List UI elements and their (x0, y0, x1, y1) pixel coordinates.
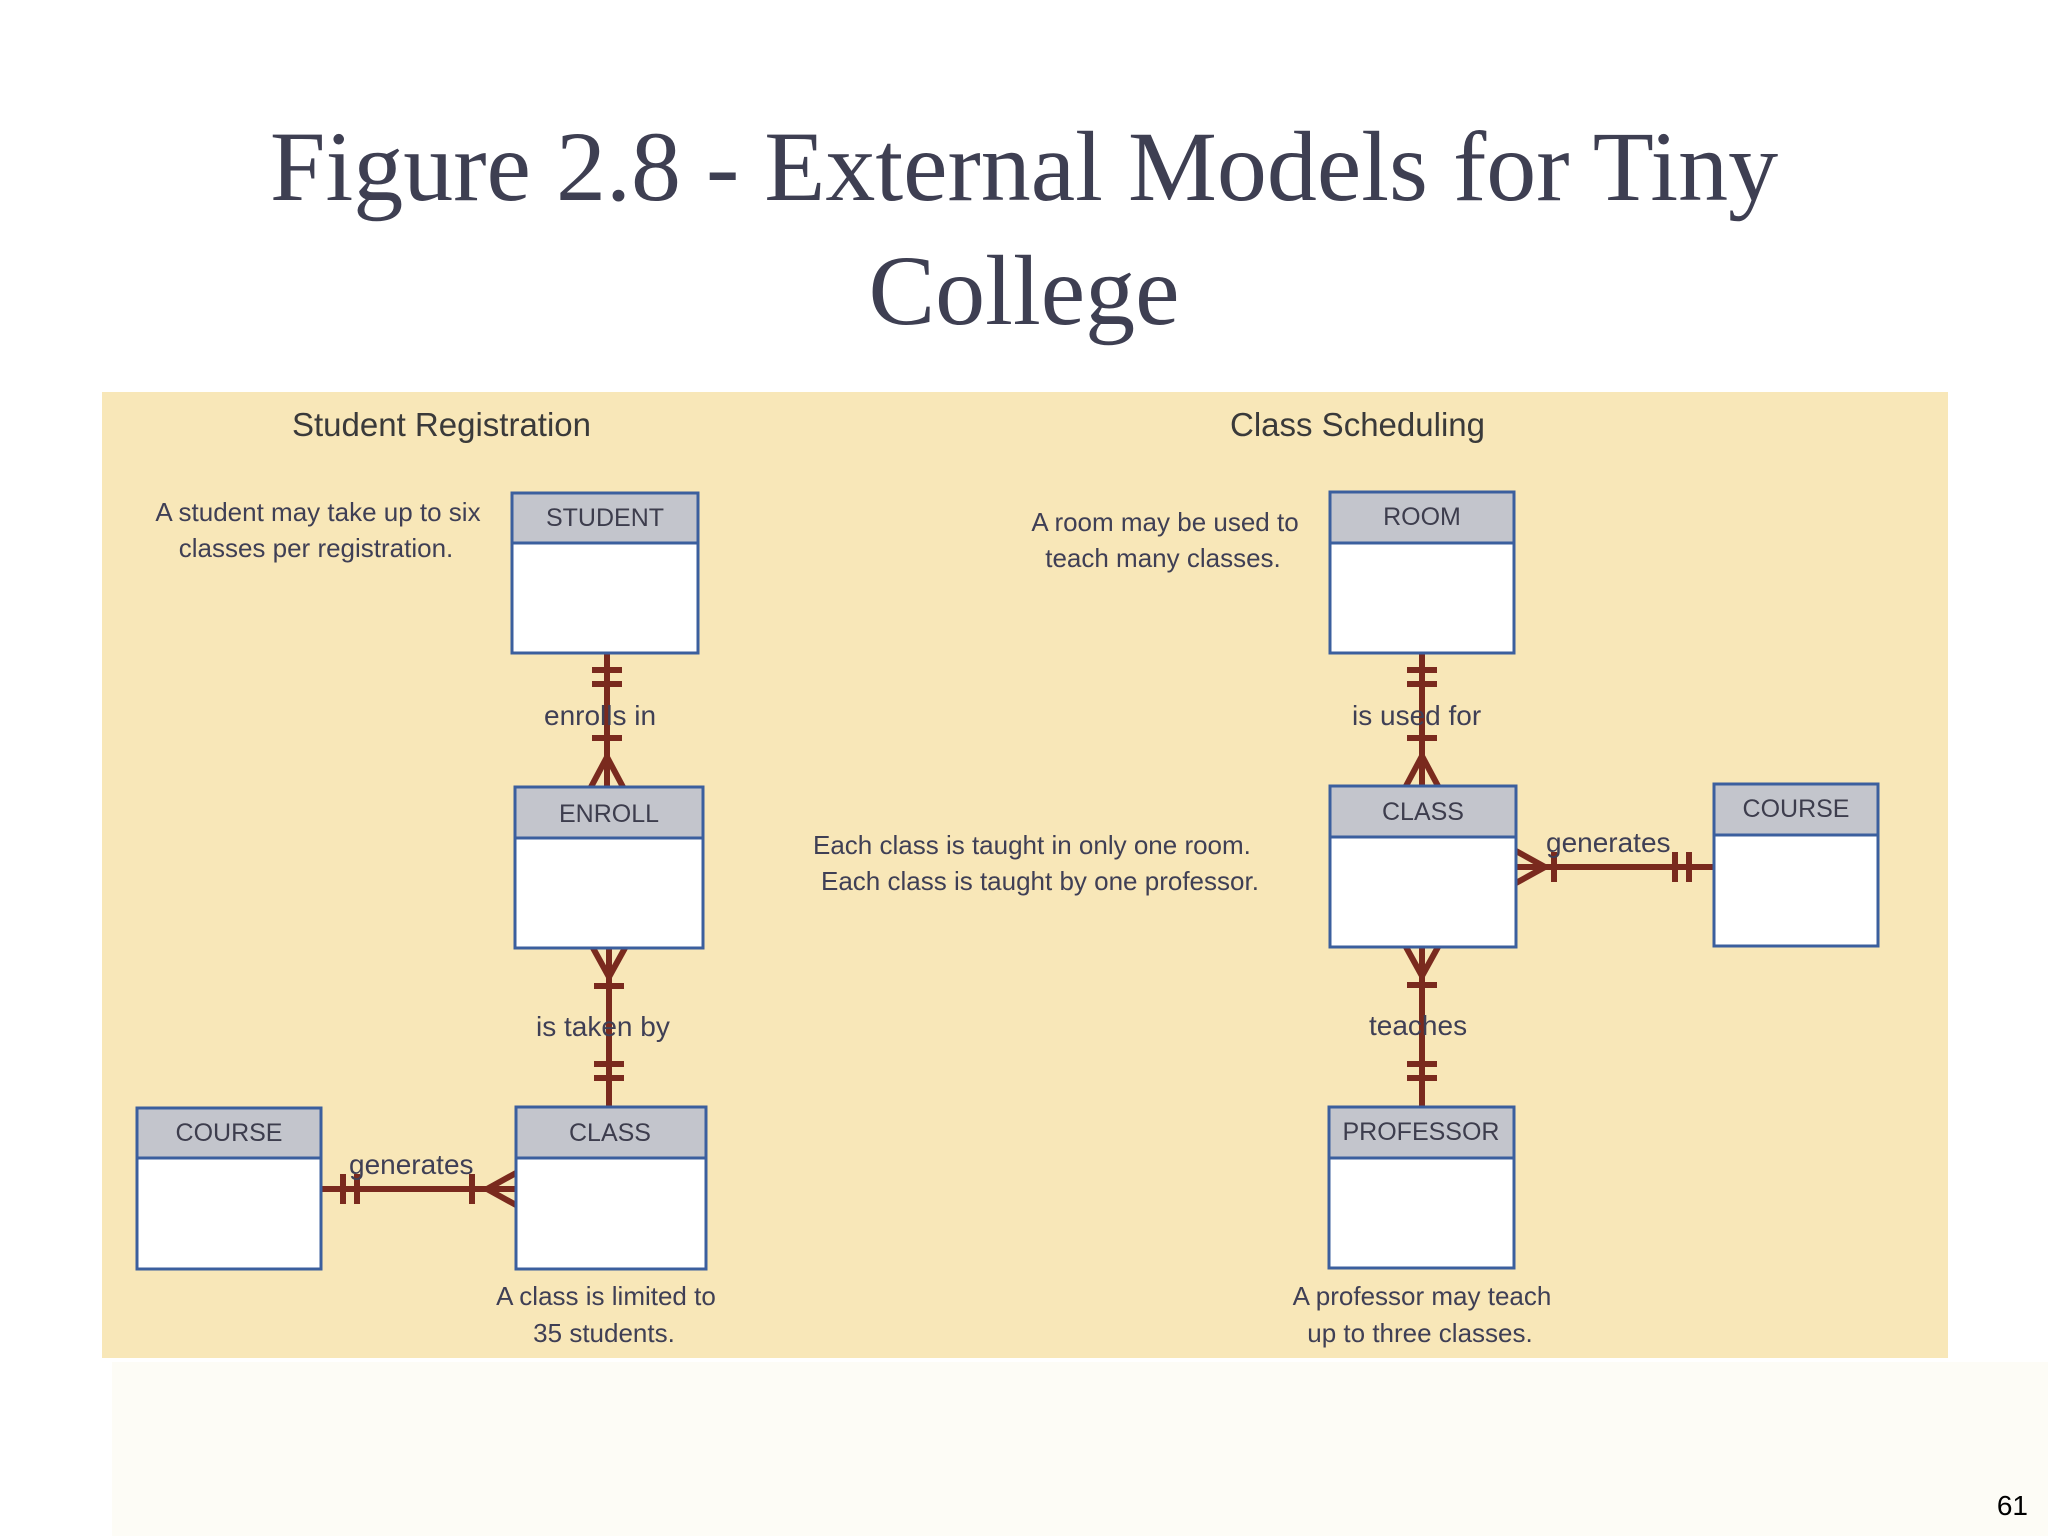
note-student-limit-line-2: classes per registration. (179, 533, 454, 563)
slide-title-line-2: College (868, 235, 1180, 346)
rel-label-generates-right: generates (1546, 827, 1671, 858)
er-diagram: Student Registration A student may take … (135, 406, 1880, 1348)
rel-label-is-used-for: is used for (1352, 700, 1481, 731)
note-class-limit-line-1: A class is limited to (496, 1281, 716, 1311)
rel-label-enrolls-in: enrolls in (544, 700, 656, 731)
entity-course-left-name: COURSE (176, 1119, 283, 1147)
footer-band (112, 1362, 2048, 1536)
entity-class-left-name: CLASS (569, 1119, 651, 1147)
note-room-use-line-2: teach many classes. (1045, 543, 1281, 573)
section-title-student-registration: Student Registration (292, 406, 591, 443)
note-student-limit-line-1: A student may take up to six (155, 497, 480, 527)
slide-title: Figure 2.8 - External Models for Tiny Co… (0, 105, 2048, 353)
entity-course-right: COURSE (1712, 782, 1880, 948)
rel-room-class (1403, 653, 1441, 788)
entity-room-name: ROOM (1383, 503, 1461, 531)
entity-class-right-name: CLASS (1382, 798, 1464, 826)
entity-student-name: STUDENT (546, 504, 664, 532)
note-class-room-line-2: Each class is taught by one professor. (821, 866, 1259, 896)
note-professor-limit-line-1: A professor may teach (1293, 1281, 1552, 1311)
rel-label-is-taken-by: is taken by (536, 1011, 670, 1042)
rel-course-class-left (321, 1170, 518, 1208)
entity-room: ROOM (1328, 490, 1516, 655)
rel-class-professor (1403, 945, 1441, 1107)
rel-class-course-right (1514, 848, 1714, 886)
note-class-limit-line-2: 35 students. (533, 1318, 675, 1348)
section-title-class-scheduling: Class Scheduling (1230, 406, 1485, 443)
entity-course-left: COURSE (135, 1106, 323, 1271)
slide-title-line-1: Figure 2.8 - External Models for Tiny (269, 111, 1779, 222)
rel-label-teaches: teaches (1369, 1010, 1467, 1041)
entity-course-right-name: COURSE (1743, 795, 1850, 823)
entity-student: STUDENT (510, 491, 700, 655)
entity-class-right: CLASS (1328, 784, 1518, 949)
entity-class-left: CLASS (514, 1105, 708, 1271)
er-diagram-panel: Student Registration A student may take … (102, 392, 1948, 1358)
page-number: 61 (1996, 1490, 2028, 1521)
entity-professor: PROFESSOR (1327, 1105, 1516, 1270)
rel-student-enroll (588, 653, 626, 789)
rel-label-generates-left: generates (349, 1149, 474, 1180)
note-class-room-line-1: Each class is taught in only one room. (813, 830, 1251, 860)
rel-enroll-class (590, 946, 628, 1107)
note-room-use-line-1: A room may be used to (1031, 507, 1298, 537)
entity-enroll: ENROLL (513, 785, 705, 950)
entity-enroll-name: ENROLL (559, 800, 659, 828)
entity-professor-name: PROFESSOR (1343, 1118, 1500, 1146)
note-professor-limit-line-2: up to three classes. (1307, 1318, 1532, 1348)
